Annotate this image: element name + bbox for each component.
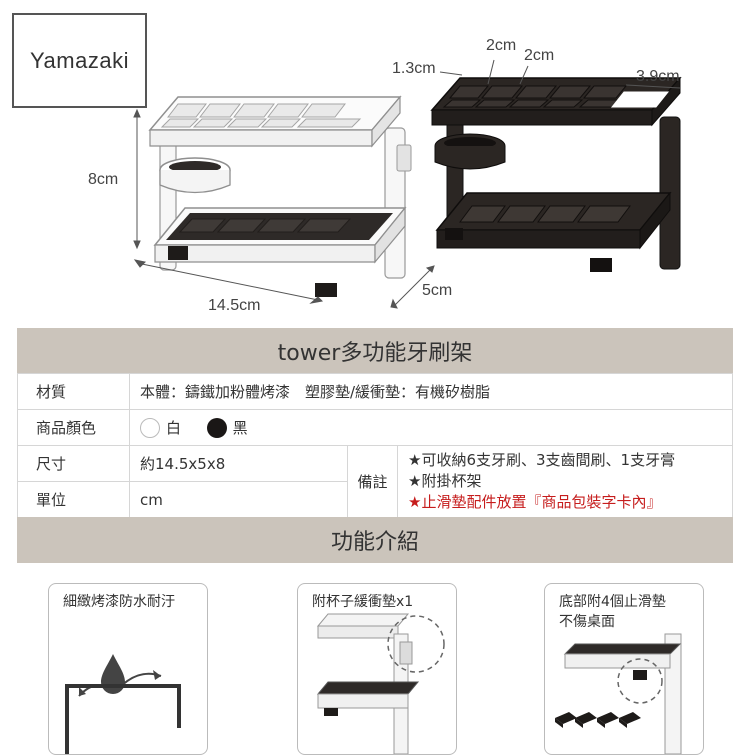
note-line-2: ★附掛杯架: [408, 472, 482, 490]
note-line-3: ★止滑墊配件放置『商品包裝字卡內』: [408, 493, 662, 511]
feature-card-coating: 細緻烤漆防水耐汙: [48, 583, 208, 755]
dim-cell-b: 2cm: [486, 37, 517, 54]
brand-name: Yamazaki: [30, 47, 129, 73]
anti-slip-pad-illustration: [555, 633, 682, 754]
spec-table: 材質 本體：鑄鐵加粉體烤漆 塑膠墊/緩衝墊：有機矽樹脂 商品顏色 白 黑 尺寸 …: [17, 373, 733, 518]
product-illustration: [133, 59, 682, 309]
features-title-bar: 功能介紹: [17, 517, 733, 563]
feature-card-anti-slip: 底部附4個止滑墊 不傷桌面: [544, 583, 704, 755]
unit-value: cm: [129, 481, 348, 518]
table-row: 材質 本體：鑄鐵加粉體烤漆 塑膠墊/緩衝墊：有機矽樹脂: [17, 373, 733, 410]
size-label: 尺寸: [17, 445, 130, 482]
note-line-1: ★可收納6支牙刷、3支齒間刷、1支牙膏: [408, 451, 676, 469]
dim-depth: 5cm: [422, 282, 453, 299]
material-label: 材質: [17, 373, 130, 410]
feature-title: 細緻烤漆防水耐汙: [63, 594, 175, 610]
dimension-lines: [133, 108, 435, 309]
features-title: 功能介紹: [330, 530, 419, 555]
feature-card-cup-cushion: 附杯子緩衝墊x1: [297, 583, 457, 755]
note-label: 備註: [347, 445, 398, 518]
dim-cell-c: 2cm: [524, 47, 555, 64]
product-title-bar: tower多功能牙刷架: [17, 328, 733, 374]
table-row: 尺寸 約14.5x5x8 備註 ★可收納6支牙刷、3支齒間刷、1支牙膏 ★附掛杯…: [17, 445, 733, 518]
dim-cell-d: 3.9cm: [636, 68, 680, 85]
product-title: tower多功能牙刷架: [277, 341, 473, 366]
brand-logo: Yamazaki: [12, 13, 147, 108]
table-row: 單位 cm: [17, 481, 733, 518]
color-label: 商品顏色: [17, 409, 130, 446]
black-swatch: [206, 418, 227, 439]
size-value: 約14.5x5x8: [129, 445, 348, 482]
dim-cell-a: 1.3cm: [392, 60, 436, 77]
feature-title: 底部附4個止滑墊 不傷桌面: [559, 594, 666, 630]
dim-width: 14.5cm: [208, 297, 261, 314]
dim-height: 8cm: [88, 171, 119, 188]
unit-label: 單位: [17, 481, 130, 518]
color-black-label: 黑: [232, 418, 248, 437]
color-white-label: 白: [166, 418, 182, 437]
color-options: 白 黑: [129, 409, 733, 446]
material-value: 本體：鑄鐵加粉體烤漆 塑膠墊/緩衝墊：有機矽樹脂: [129, 373, 733, 410]
feature-title: 附杯子緩衝墊x1: [312, 594, 414, 610]
table-row: 商品顏色 白 黑: [17, 409, 733, 446]
white-swatch: [140, 418, 160, 439]
note-values: ★可收納6支牙刷、3支齒間刷、1支牙膏 ★附掛杯架 ★止滑墊配件放置『商品包裝字…: [397, 445, 733, 518]
cup-cushion-illustration: [316, 613, 445, 754]
white-toothbrush-holder: [148, 95, 412, 297]
water-drop-icon: [65, 654, 181, 754]
black-toothbrush-holder: [430, 76, 682, 272]
